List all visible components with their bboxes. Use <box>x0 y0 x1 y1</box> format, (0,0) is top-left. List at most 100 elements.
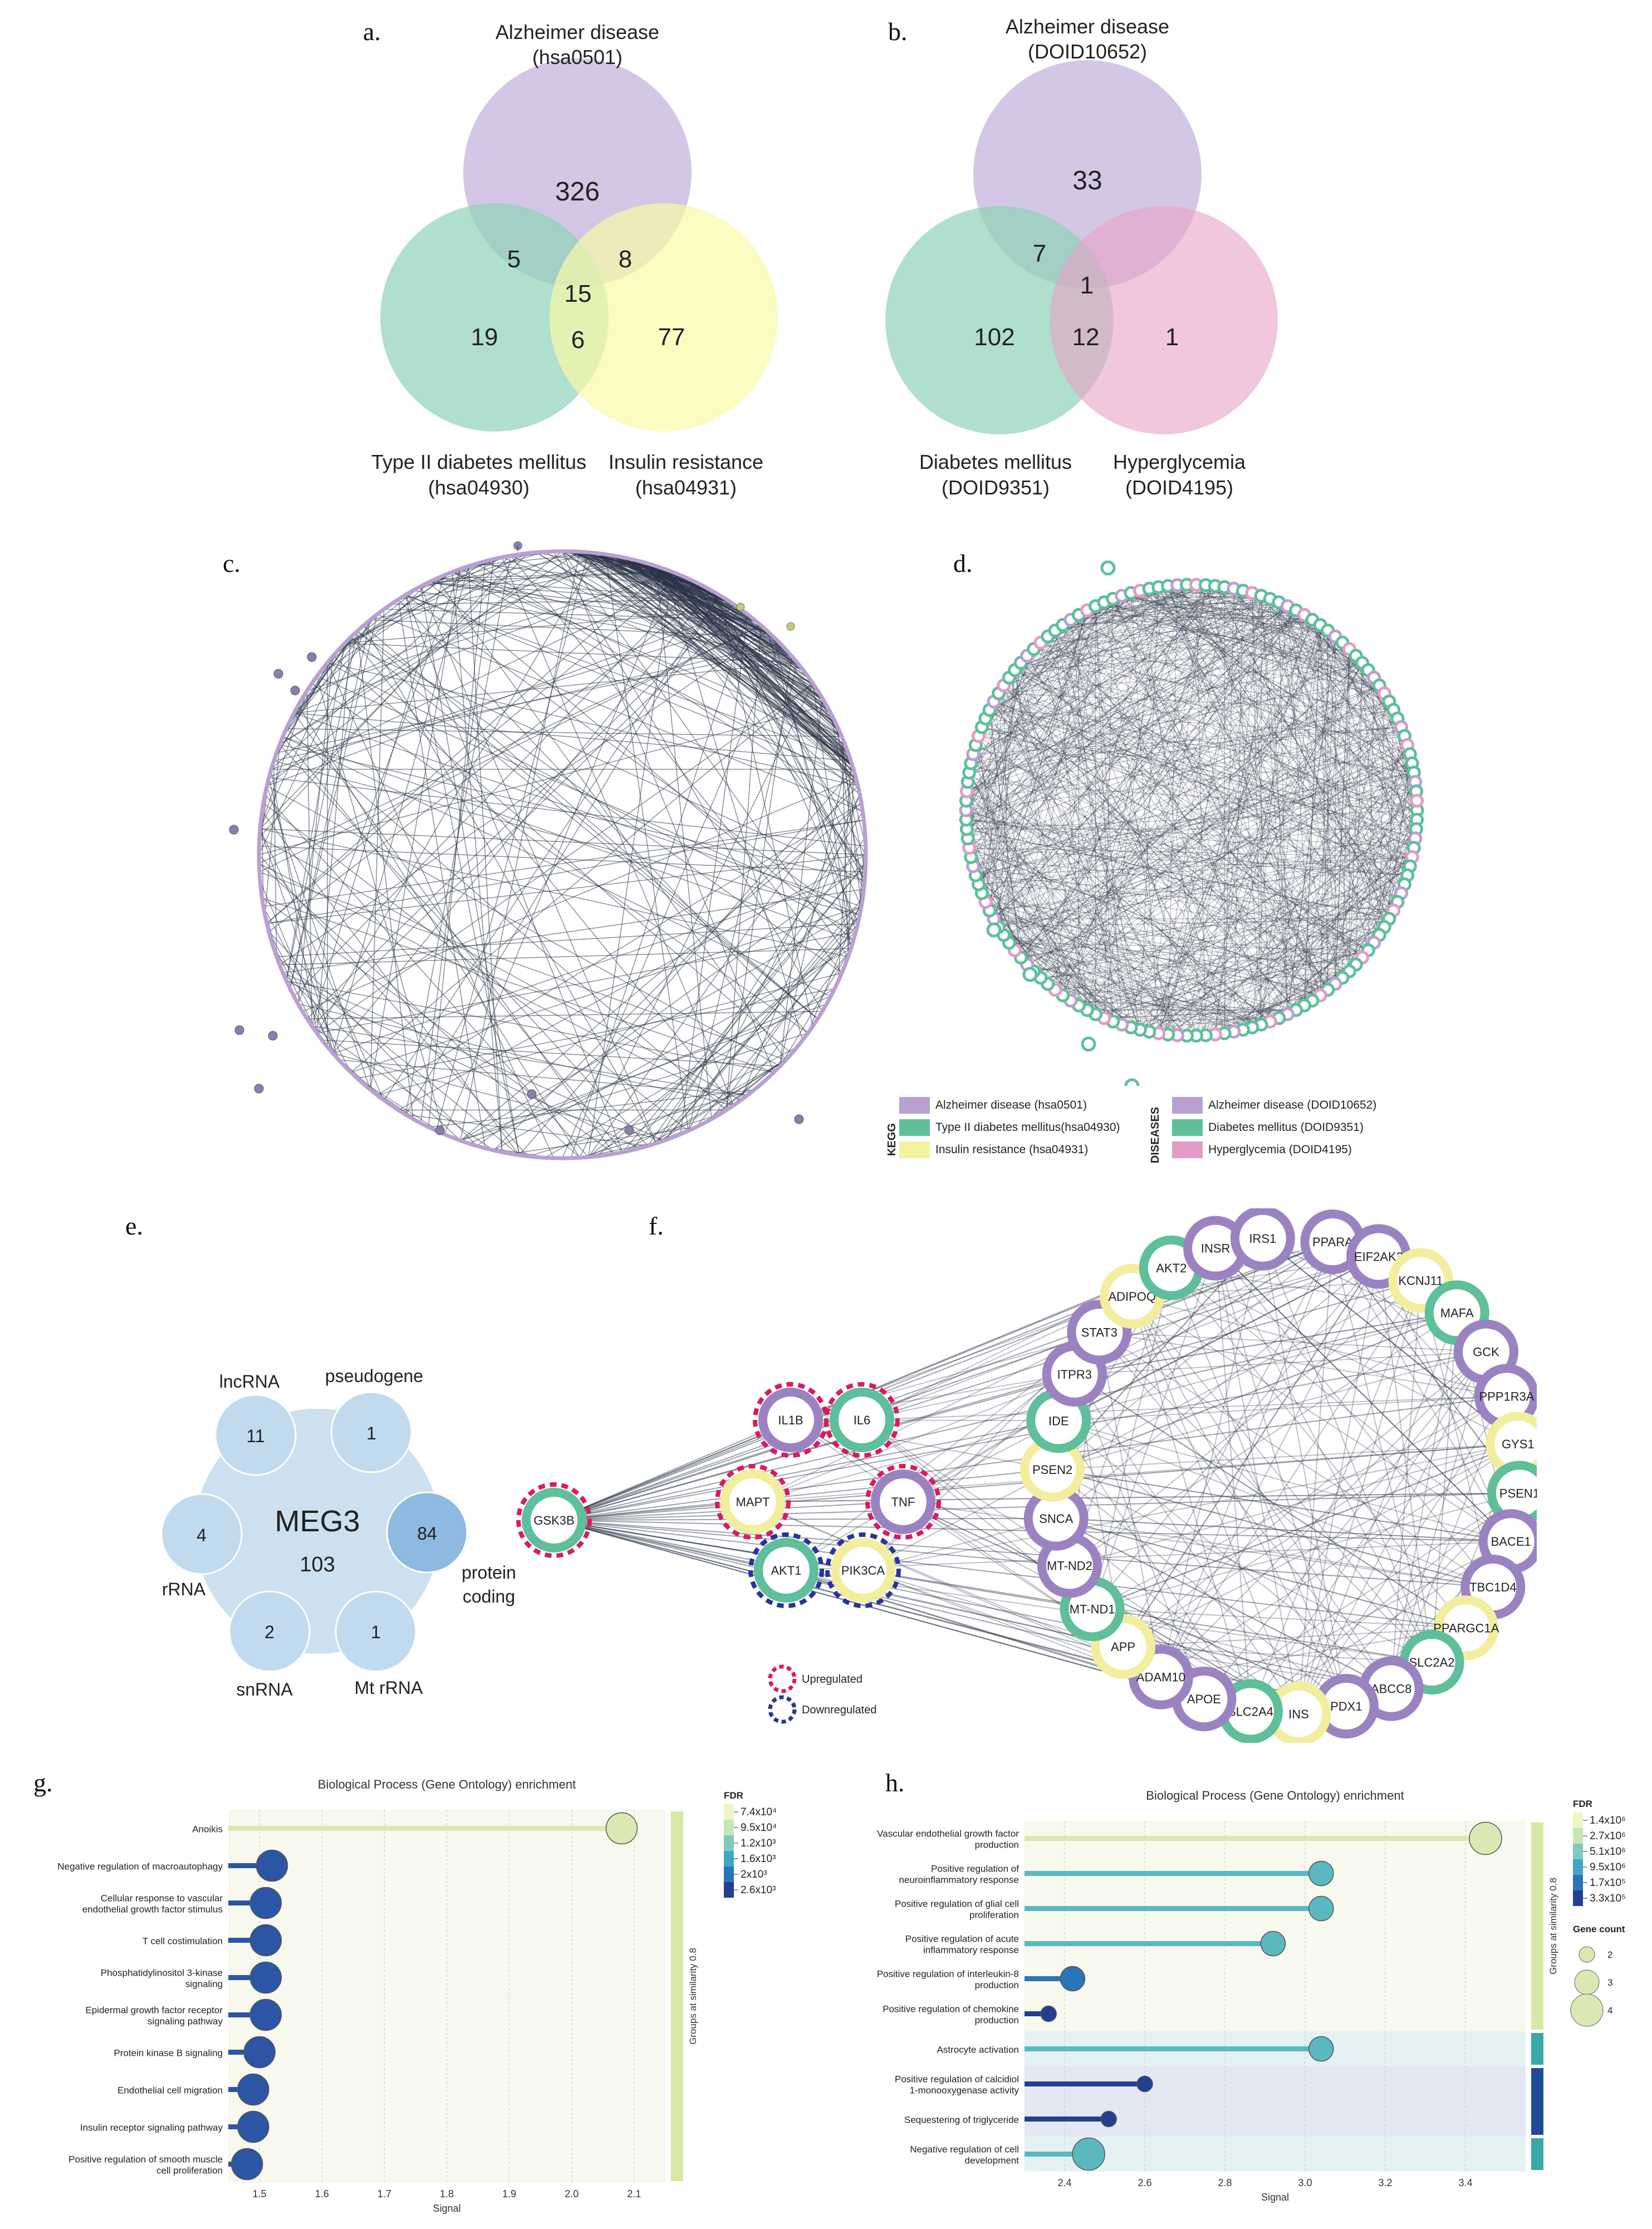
network-edge <box>1158 586 1385 694</box>
network-edge <box>1021 585 1206 663</box>
network-edge <box>1062 624 1414 849</box>
network-edge <box>1130 592 1225 1033</box>
network-edge <box>965 584 1197 820</box>
network-edge <box>1014 718 1398 951</box>
network-outlier-node <box>290 685 300 695</box>
network-edge <box>1332 1241 1433 1663</box>
venn-kegg: Alzheimer disease (hsa0501) 326 5 8 15 1… <box>371 21 778 499</box>
network-edge <box>1003 838 1415 935</box>
network-edge <box>1052 1443 1518 1470</box>
network-edge <box>1062 585 1215 626</box>
lollipop-dot <box>1060 1966 1086 1992</box>
network-edge <box>993 602 1105 702</box>
network-edge <box>1014 669 1398 903</box>
network-edge <box>370 569 461 1090</box>
network-edge <box>510 555 842 973</box>
network-edge <box>1312 619 1402 728</box>
network-edge <box>1079 781 1416 1006</box>
network-edge <box>1040 642 1122 1025</box>
network-edge <box>1095 977 1343 1015</box>
network-edge <box>1130 592 1159 1033</box>
network-edge <box>969 847 1329 991</box>
lollipop-dot <box>1136 2075 1153 2093</box>
network-edge <box>1203 1492 1520 1699</box>
legend-swatch <box>899 1142 930 1158</box>
network-edge <box>1378 1256 1433 1663</box>
network-edge <box>290 619 371 989</box>
network-edge <box>1140 663 1363 1030</box>
network-edge <box>1130 592 1401 728</box>
network-edge <box>1215 1247 1512 1542</box>
lollipop-dot <box>243 2036 276 2069</box>
network-edge <box>1003 934 1336 984</box>
network-edge <box>1312 619 1390 919</box>
network-edge <box>862 1280 1421 1571</box>
network-edge <box>1269 599 1416 839</box>
plot-background <box>228 1810 665 2183</box>
network-edge <box>975 602 1105 876</box>
network-edge <box>966 625 1063 830</box>
network-edge <box>1215 1248 1433 1663</box>
network-edge <box>978 588 1150 885</box>
network-edge <box>967 624 1321 830</box>
network-edge <box>1278 709 1394 1018</box>
network-edge <box>1058 1420 1392 1689</box>
venn-a-circle-2 <box>380 203 609 432</box>
network-edge <box>1224 957 1362 1034</box>
network-edge <box>725 625 762 1110</box>
category-label: Negative regulation of cell <box>910 2144 1019 2155</box>
network-edge <box>1099 1331 1392 1689</box>
network-edge <box>1095 605 1369 671</box>
network-edge <box>967 642 1041 782</box>
lollipop-dot <box>1260 1931 1286 1957</box>
gene-count-legend-label: 4 <box>1607 2005 1612 2016</box>
panel-d-label: d. <box>953 549 973 577</box>
network-edge <box>975 584 1188 876</box>
network-edge <box>553 1280 1421 1521</box>
venn-a-set1-name: Alzheimer disease <box>496 21 659 43</box>
network-edge <box>965 588 1234 801</box>
network-node <box>1410 793 1424 808</box>
gene-count-legend-label: 3 <box>1607 1977 1612 1988</box>
network-edge <box>985 902 1262 1025</box>
network-edge <box>1131 1296 1433 1663</box>
network-edge <box>258 863 580 1158</box>
network-edge <box>1149 588 1418 811</box>
network-edge <box>965 610 1087 801</box>
network-edge <box>477 563 863 812</box>
network-edge <box>1052 1241 1334 1470</box>
network-edge <box>1287 606 1369 951</box>
network-edge <box>1296 847 1414 1011</box>
fdr-legend-label: 2x10³ <box>741 1869 767 1880</box>
gene-label: GSK3B <box>533 1513 574 1527</box>
network-edge <box>1122 1395 1507 1647</box>
network-edge <box>279 552 597 745</box>
venn-b-set3-name: Hyperglycemia <box>1113 450 1246 473</box>
category-label: proliferation <box>969 1910 1019 1921</box>
network-edge <box>316 553 597 1033</box>
network-edge <box>553 551 823 1012</box>
network-edge <box>1069 1280 1421 1566</box>
network-edge <box>1312 619 1398 902</box>
network-edge <box>1130 592 1385 694</box>
network-edge <box>1140 590 1356 657</box>
network-edge <box>1079 614 1356 657</box>
category-label: cell proliferation <box>156 2166 223 2176</box>
lollipop-dot <box>249 1887 282 1919</box>
lollipop-dot <box>249 1961 282 1994</box>
network-edge <box>259 880 334 1054</box>
network-edge <box>969 772 1096 1015</box>
network-edge <box>1367 772 1414 951</box>
regulation-ring <box>865 1464 941 1540</box>
gene-label: INSR <box>1201 1242 1231 1256</box>
network-edge <box>998 693 1394 711</box>
network-edge <box>1389 754 1410 919</box>
venn-a-count-13: 8 <box>619 246 632 273</box>
network-edge <box>1122 1351 1487 1647</box>
network-edge <box>1040 586 1169 978</box>
network-edge <box>1040 942 1374 978</box>
network-edge <box>1052 1468 1511 1542</box>
category-label: Endothelial cell migration <box>117 2085 223 2096</box>
network-edge <box>993 718 1398 919</box>
network-edge <box>967 592 1131 782</box>
